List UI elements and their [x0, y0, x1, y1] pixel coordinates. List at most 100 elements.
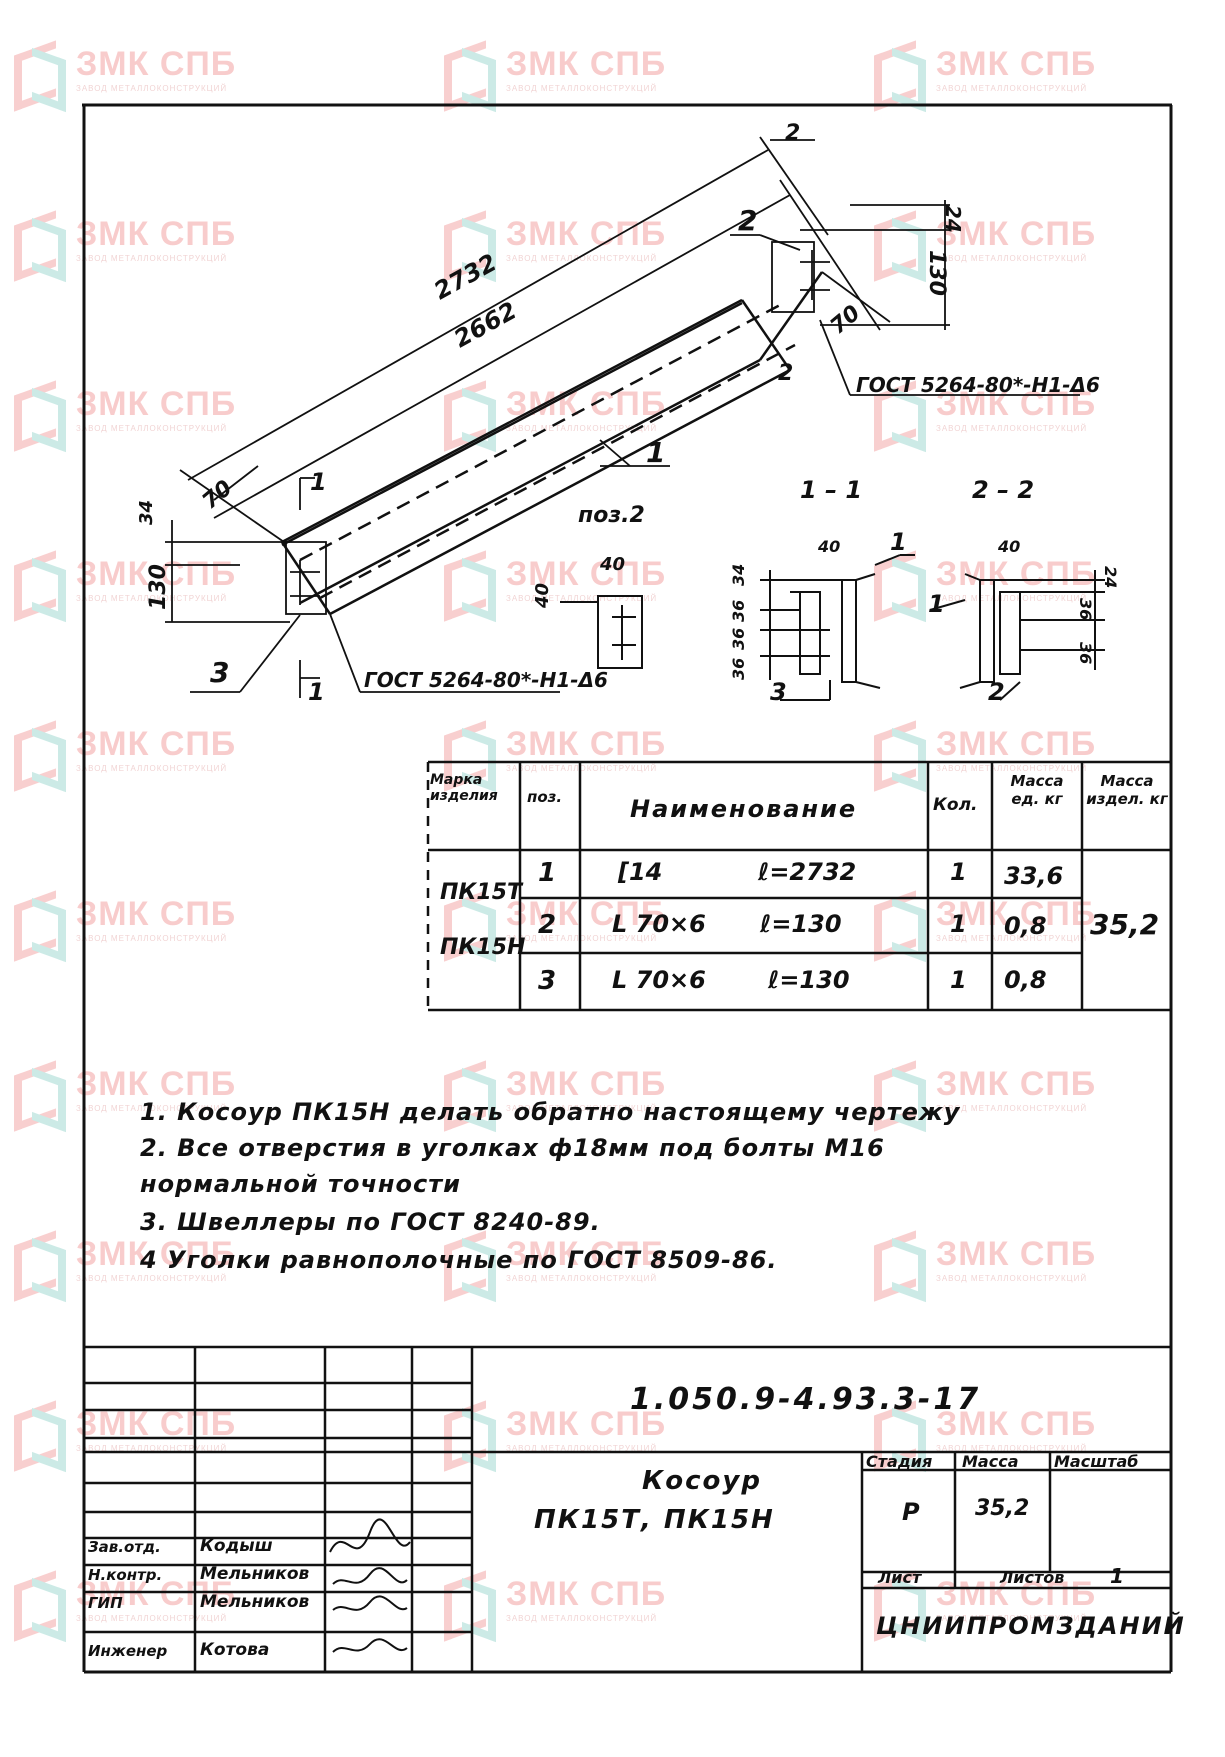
- watermark-sub: завод металлоконструкций: [936, 764, 1088, 773]
- sec11-dim-34: 34: [729, 564, 748, 586]
- watermark-brand: ЗМК СПБ: [506, 895, 667, 933]
- watermark-logo: ЗМК СПБзавод металлоконструкций: [10, 1230, 236, 1303]
- watermark-brand: ЗМК СПБ: [76, 725, 237, 763]
- watermark-sub: завод металлоконструкций: [936, 254, 1088, 263]
- sec11-pos1: 1: [890, 528, 907, 556]
- watermark-brand: ЗМК СПБ: [76, 385, 237, 423]
- watermark-logo: ЗМК СПБзавод металлоконструкций: [440, 380, 666, 453]
- watermark-logo: ЗМК СПБзавод металлоконструкций: [870, 1400, 1096, 1473]
- item-name: Косоур: [642, 1466, 762, 1496]
- watermark-sub: завод металлоконструкций: [76, 84, 228, 93]
- section-1-1: [760, 554, 915, 701]
- role-n-kontr: Н.контр.: [88, 1566, 163, 1584]
- sheet-label: Лист: [878, 1568, 922, 1587]
- watermark-brand: ЗМК СПБ: [936, 1235, 1097, 1273]
- name-zav-otd: Кодыш: [200, 1536, 273, 1556]
- watermark-sub: завод металлоконструкций: [76, 1444, 228, 1453]
- header-qty: Кол.: [933, 795, 978, 815]
- watermark-brand: ЗМК СПБ: [76, 1405, 237, 1443]
- watermark-brand: ЗМК СПБ: [506, 1405, 667, 1443]
- watermark-brand: ЗМК СПБ: [936, 385, 1097, 423]
- watermark-logo: ЗМК СПБзавод металлоконструкций: [440, 1230, 666, 1303]
- name-gip: Мельников: [200, 1592, 310, 1612]
- poz2-title: поз.2: [578, 503, 645, 528]
- watermark-logo: ЗМК СПБзавод металлоконструкций: [870, 1060, 1097, 1133]
- section-2-2: [929, 570, 1105, 701]
- header-product-mass: Масса издел. кг: [1086, 772, 1168, 808]
- header-unit-mass: Масса ед. кг: [1010, 772, 1064, 808]
- poz2-dim-40b: 40: [532, 583, 553, 609]
- watermark-sub: завод металлоконструкций: [76, 594, 228, 603]
- watermark-logo: ЗМК СПБзавод металлоконструкций: [10, 210, 237, 283]
- sec22-dim-40: 40: [997, 537, 1020, 556]
- watermark-brand: ЗМК СПБ: [506, 45, 667, 83]
- role-zav-otd: Зав.отд.: [88, 1538, 161, 1556]
- title-block-grid: [84, 1345, 1171, 1672]
- row3-profile: L 70×6: [612, 966, 706, 994]
- watermark-sub: завод металлоконструкций: [506, 1104, 658, 1113]
- watermark-logo: ЗМК СПБзавод металлоконструкций: [870, 890, 1096, 963]
- item-marks: ПК15Т, ПК15Н: [534, 1505, 775, 1535]
- row3-qty: 1: [950, 966, 967, 994]
- watermark-brand: ЗМК СПБ: [506, 1575, 667, 1613]
- mark-pk15t: ПК15Т: [440, 880, 523, 905]
- watermark-logo: ЗМК СПБзавод металлоконструкций: [870, 40, 1097, 113]
- watermark-brand: ЗМК СПБ: [936, 725, 1097, 763]
- pos-label-1: 1: [646, 436, 665, 469]
- weld-note-top: ГОСТ 5264-80*-Н1-Δ6: [856, 373, 1100, 397]
- watermark-brand: ЗМК СПБ: [936, 1065, 1097, 1103]
- mass-value: 35,2: [975, 1496, 1030, 1521]
- section-mark-top: 1: [310, 468, 327, 496]
- row3-mass: 0,8: [1004, 966, 1047, 994]
- mark-pk15n: ПК15Н: [440, 935, 526, 960]
- header-pos: поз.: [527, 788, 563, 806]
- watermark-logo: ЗМК СПБзавод металлоконструкций: [870, 1230, 1097, 1303]
- row2-qty: 1: [950, 910, 967, 938]
- section-mark-bottom: 1: [308, 678, 325, 706]
- role-engineer: Инженер: [88, 1642, 168, 1660]
- watermark-logo: ЗМК СПБзавод металлоконструкций: [440, 40, 667, 113]
- poz2-dim-40: 40: [599, 554, 625, 575]
- watermark-brand: ЗМК СПБ: [506, 555, 667, 593]
- sec11-dim-40: 40: [817, 537, 840, 556]
- watermark-brand: ЗМК СПБ: [76, 1575, 237, 1613]
- watermark-sub: завод металлоконструкций: [506, 594, 658, 603]
- watermark-logo: ЗМК СПБзавод металлоконструкций: [10, 380, 237, 453]
- row2-pos: 2: [538, 910, 557, 940]
- dim-34: 34: [136, 500, 157, 525]
- watermark-sub: завод металлоконструкций: [936, 594, 1088, 603]
- watermark-brand: ЗМК СПБ: [76, 555, 237, 593]
- watermark-logo: ЗМК СПБзавод металлоконструкций: [870, 550, 1097, 623]
- organization: ЦНИИПРОМЗДАНИЙ: [876, 1612, 1186, 1640]
- row1-profile: [14: [618, 858, 663, 886]
- watermark-sub: завод металлоконструкций: [936, 84, 1088, 93]
- watermark-brand: ЗМК СПБ: [506, 1065, 667, 1103]
- dim-130-left: 130: [146, 564, 171, 610]
- sec22-dim-36a: 36: [1076, 598, 1095, 620]
- watermark-logo: ЗМК СПБзавод металлоконструкций: [10, 1400, 237, 1473]
- row1-pos: 1: [538, 858, 557, 888]
- watermark-sub: завод металлоконструкций: [76, 1104, 228, 1113]
- poz2-detail: [560, 595, 643, 669]
- dim-total-length: 2732: [429, 248, 501, 305]
- signatures: [329, 1518, 411, 1653]
- mass-label: Масса: [962, 1452, 1019, 1471]
- sheets-value: 1: [1110, 1564, 1124, 1588]
- dim-inner-length: 2662: [449, 296, 521, 353]
- pos-label-3: 3: [210, 656, 229, 689]
- doc-code: 1.050.9-4.93.3-17: [630, 1382, 982, 1417]
- watermark-brand: ЗМК СПБ: [936, 45, 1097, 83]
- watermark-logo: ЗМК СПБзавод металлоконструкций: [10, 1570, 237, 1643]
- watermark-sub: завод металлоконструкций: [506, 1274, 658, 1283]
- sec22-pos2: 2: [988, 678, 1005, 706]
- row1-mass: 33,6: [1004, 862, 1064, 890]
- watermark-logo: ЗМК СПБзавод металлоконструкций: [870, 1570, 1096, 1643]
- watermark-brand: ЗМК СПБ: [76, 215, 237, 253]
- stage-value: Р: [902, 1498, 920, 1526]
- watermark-brand: ЗМК СПБ: [936, 555, 1097, 593]
- weld-note-bottom: ГОСТ 5264-80*-Н1-Δ6: [364, 668, 608, 692]
- watermark-logo: ЗМК СПБзавод металлоконструкций: [10, 550, 237, 623]
- section-1-1-title: 1 – 1: [800, 476, 862, 504]
- dim-130-right: 130: [924, 250, 949, 296]
- watermark-brand: ЗМК СПБ: [76, 45, 237, 83]
